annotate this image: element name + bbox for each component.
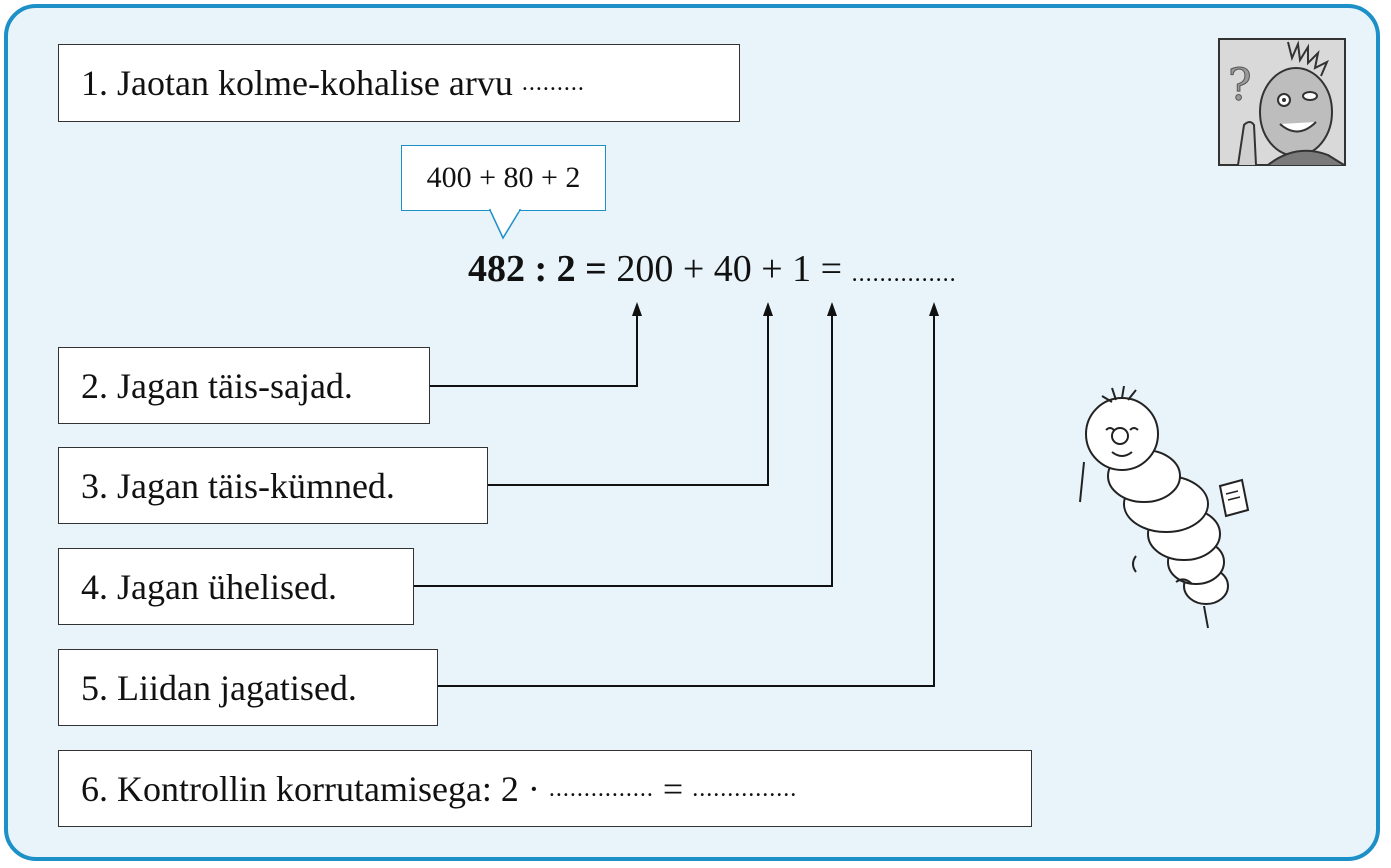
step-1-number: 1. (81, 63, 108, 103)
bubble-tail (488, 209, 522, 240)
step-6-box: 6. Kontrollin korrutamisega: 2 · .......… (58, 750, 1032, 827)
step-6-equals: = (662, 768, 684, 809)
arrowhead-ones (827, 302, 837, 316)
arrowhead-hundreds (632, 302, 642, 316)
step-2-text: Jagan täis-sajad. (117, 365, 353, 406)
arrow-tens (488, 312, 769, 486)
step-4-box: 4. Jagan ühelised. (58, 548, 414, 625)
step-5-text: Liidan jagatised. (117, 667, 357, 708)
question-thinking-boy-icon: ? (1218, 38, 1346, 166)
equation-answer-dots: ............... (851, 261, 957, 287)
step-5-number: 5. (81, 667, 108, 708)
step-6-text: Kontrollin korrutamisega: 2 · (117, 768, 540, 809)
equation-dividend: 482 : 2 = (468, 248, 607, 290)
step-2-box: 2. Jagan täis-sajad. (58, 347, 430, 424)
step-1-box: 1. Jaotan kolme-kohalise arvu ......... (58, 44, 740, 122)
step-6-dots-2: ............... (692, 775, 798, 802)
decomposition-text: 400 + 80 + 2 (426, 161, 581, 194)
step-4-text: Jagan ühelised. (117, 566, 337, 607)
arrow-ones (414, 312, 833, 587)
arrow-hundreds (430, 312, 638, 387)
caterpillar-character-icon (1079, 386, 1250, 629)
step-1-text: Jaotan kolme-kohalise arvu (117, 63, 513, 103)
equation-parts: 200 + 40 + 1 = (616, 248, 843, 290)
step-2-number: 2. (81, 365, 108, 406)
arrow-sum (438, 312, 935, 687)
step-6-number: 6. (81, 768, 108, 809)
step-3-number: 3. (81, 465, 108, 506)
svg-text:?: ? (1228, 60, 1252, 111)
step-4-number: 4. (81, 566, 108, 607)
division-equation: 482 : 2 = 200 + 40 + 1 = ............... (468, 250, 957, 288)
step-1-dots: ......... (521, 70, 585, 96)
arrowhead-tens (763, 302, 773, 316)
step-3-box: 3. Jagan täis-kümned. (58, 447, 488, 524)
arrowhead-sum (929, 302, 939, 316)
step-6-dots-1: ............... (548, 775, 654, 802)
decomposition-bubble: 400 + 80 + 2 (401, 145, 606, 211)
step-5-box: 5. Liidan jagatised. (58, 649, 438, 726)
step-3-text: Jagan täis-kümned. (117, 465, 395, 506)
